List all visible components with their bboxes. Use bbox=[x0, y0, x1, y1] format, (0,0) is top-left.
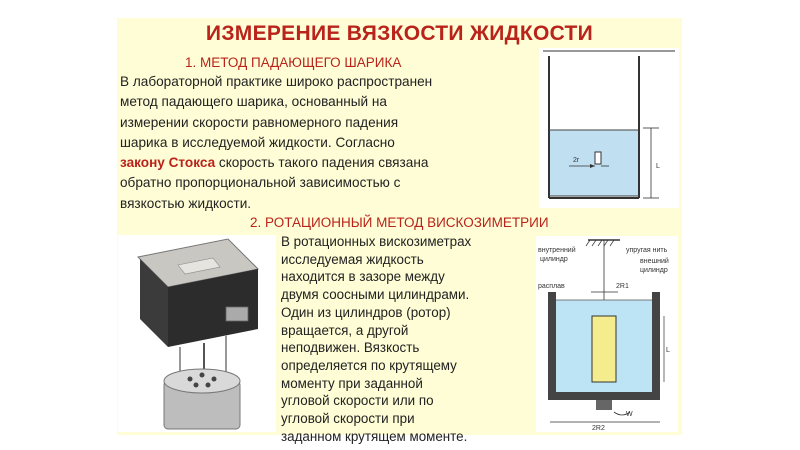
section1-text: В лабораторной практике широко распростр… bbox=[120, 72, 535, 214]
text-line: угловой скорости при bbox=[281, 411, 415, 427]
text-line: неподвижен. Вязкость bbox=[281, 340, 420, 356]
text-line: определяется по крутящему bbox=[281, 357, 457, 373]
label-melt: расплав bbox=[538, 283, 565, 290]
text-line: исследуемая жидкость bbox=[281, 251, 424, 267]
label-inner-cylinder: внутренний bbox=[538, 246, 576, 254]
slide: ИЗМЕРЕНИЕ ВЯЗКОСТИ ЖИДКОСТИ 1. МЕТОД ПАД… bbox=[117, 18, 682, 444]
text-line: вязкостью жидкости. bbox=[120, 195, 252, 211]
text-line: заданном крутящем моменте. bbox=[281, 428, 468, 444]
label-2r: 2r bbox=[573, 157, 580, 164]
label-inner-cylinder-2: цилиндр bbox=[540, 256, 568, 263]
label-2R1: 2R1 bbox=[616, 283, 629, 290]
text-line: В ротационных вискозиметрах bbox=[281, 234, 472, 249]
text-line: В лабораторной практике широко распростр… bbox=[120, 74, 433, 89]
label-outer-cylinder-2: цилиндр bbox=[640, 267, 668, 274]
text-line: находится в зазоре между bbox=[281, 269, 445, 285]
section2-text: В ротационных вискозиметрах исследуемая … bbox=[281, 233, 536, 445]
text-line: угловой скорости или по bbox=[281, 393, 434, 409]
text-line: двумя соосными цилиндрами. bbox=[281, 287, 470, 303]
inner-cylinder-rotor bbox=[591, 315, 617, 383]
viscometer-photo bbox=[118, 235, 276, 432]
text-line: моменту при заданной bbox=[281, 375, 423, 391]
label-outer-cylinder: внешний bbox=[640, 257, 669, 265]
rotational-viscometer-diagram: внутренний цилиндр упругая нить внешний … bbox=[536, 236, 678, 432]
text-line: метод падающего шарика, основанный на bbox=[120, 94, 387, 110]
section1-heading: 1. МЕТОД ПАДАЮЩЕГО ШАРИКА bbox=[185, 55, 402, 70]
text-line: шарика в исследуемой жидкости. Согласно bbox=[120, 134, 395, 150]
label-thread: упругая нить bbox=[626, 247, 668, 254]
stokes-law-highlight: закону Стокса bbox=[120, 155, 216, 171]
liquid-fill bbox=[549, 130, 639, 196]
text-line: обратно пропорциональной зависимостью с bbox=[120, 175, 401, 191]
text-line: закону Стокса скорость такого падения св… bbox=[120, 153, 535, 173]
label-L: L bbox=[656, 163, 660, 170]
label-2R2: 2R2 bbox=[592, 425, 605, 432]
ball-icon bbox=[594, 151, 602, 165]
label-L2: L bbox=[666, 347, 670, 354]
section2-heading: 2. РОТАЦИОННЫЙ МЕТОД ВИСКОЗИМЕТРИИ bbox=[250, 215, 549, 230]
text-fragment: скорость такого падения связана bbox=[215, 155, 429, 171]
label-omega: W bbox=[626, 411, 633, 418]
text-line: измерении скорости равномерного падения bbox=[120, 114, 399, 130]
falling-ball-diagram: 2r L bbox=[539, 48, 679, 208]
text-line: Один из цилиндров (ротор) bbox=[281, 304, 451, 320]
slide-title: ИЗМЕРЕНИЕ ВЯЗКОСТИ ЖИДКОСТИ bbox=[205, 22, 594, 45]
text-line: вращается, а другой bbox=[281, 322, 409, 338]
